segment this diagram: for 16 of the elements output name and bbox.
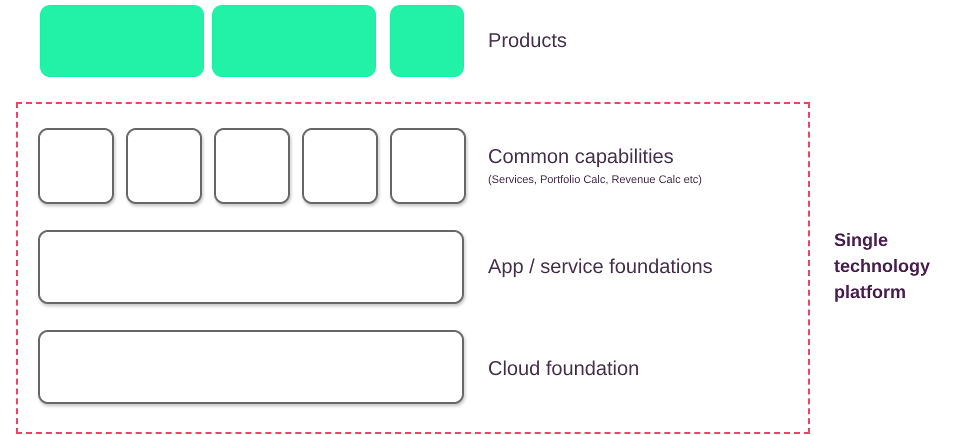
layer-block [214, 128, 290, 204]
product-block [40, 5, 204, 77]
row-label: App / service foundations [488, 256, 713, 279]
row-note: (Services, Portfolio Calc, Revenue Calc etc) [488, 174, 702, 186]
layer-block [390, 128, 466, 204]
layer-block [38, 128, 114, 204]
layer-block [302, 128, 378, 204]
row-label: Cloud foundation [488, 358, 640, 381]
layer-block [126, 128, 202, 204]
product-block [390, 5, 464, 77]
layer-block [38, 230, 464, 304]
row-label: Products [488, 30, 567, 53]
row-label: Common capabilities [488, 146, 674, 169]
product-block [212, 5, 376, 77]
layer-block [38, 330, 464, 404]
platform-label: Single technology platform [834, 229, 932, 304]
